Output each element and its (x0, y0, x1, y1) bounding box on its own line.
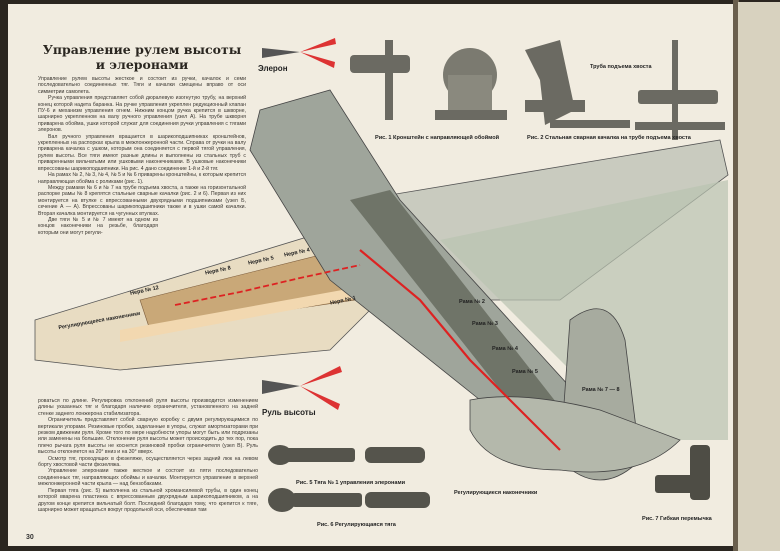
article-text-top: Управление рулем высоты жесткое и состои… (38, 76, 246, 236)
fuselage-interior (350, 190, 570, 440)
fig7-photo (655, 445, 710, 500)
ground-background (440, 180, 728, 440)
fig6-rod-photo (268, 488, 430, 512)
elevator-diagram (262, 380, 300, 394)
wing-spar (120, 285, 372, 342)
label-tail-tube: Труба подъема хвоста (590, 64, 652, 70)
label-frame-3: Рама № 3 (472, 321, 498, 327)
paragraph: Управление рулем высоты жесткое и состои… (38, 76, 246, 95)
title-line-1: Управление рулем высоты (42, 42, 242, 57)
label-aileron: Элерон (258, 64, 288, 73)
label-frame-7-8: Рама № 7 — 8 (582, 387, 620, 393)
paragraph: Управление элеронами также жесткое и сос… (38, 468, 258, 488)
paragraph: Вал ручного управления вращается в шарик… (38, 133, 246, 172)
caption-fig1: Рис. 1 Кронштейн с направляющей обоймой (375, 135, 500, 141)
aileron-diagram (262, 48, 300, 58)
fig5-rod-photo (268, 445, 425, 465)
fig2-photos (525, 40, 725, 140)
label-frame-5: Рама № 5 (512, 369, 538, 375)
paragraph: роваться по длине. Регулировка отклонени… (38, 398, 258, 417)
paragraph: На рамах № 2, № 3, № 4, № 5 и № 6 привар… (38, 172, 246, 185)
caption-fig6: Рис. 6 Регулирующаяся тяга (317, 522, 396, 528)
fig1-photos (350, 40, 507, 120)
caption-fig7: Рис. 7 Гибкая перемычка (642, 516, 712, 522)
aileron-control-rod (174, 264, 361, 306)
paragraph: Две тяги № 5 и № 7 имеют на одном из кон… (38, 216, 158, 236)
page-spine (733, 0, 739, 551)
label-adjustable-tips-tail: Регулирующиеся наконечники (454, 490, 538, 496)
paragraph: Ручка управления представляет собой дюра… (38, 95, 246, 134)
label-frame-4: Рама № 4 (492, 346, 518, 352)
elevator-deflection-up (300, 366, 342, 386)
title-line-2: и элеронами (95, 57, 189, 72)
aileron-deflection-down (300, 52, 335, 68)
paragraph: Осмотр тяг, проходящих в фюзеляже, осуще… (38, 455, 258, 469)
paragraph: Первая тяга (рис. 5) выполнена из стальн… (38, 487, 258, 513)
elevator-control-rod (359, 249, 561, 451)
next-page-edge (738, 2, 780, 551)
elevator-deflection-down (300, 386, 340, 410)
caption-fig2: Рис. 2 Стальная сварная качалка на трубе… (527, 135, 691, 141)
page-number: 30 (26, 534, 34, 541)
label-frame-2: Рама № 2 (459, 299, 485, 305)
paragraph: Ограничитель представляет собой сварную … (38, 417, 258, 456)
paragraph: Между рамами № 6 и № 7 на трубе подъема … (38, 184, 246, 217)
horizontal-stabilizer (469, 396, 681, 473)
article-text-bottom: роваться по длине. Регулировка отклонени… (38, 398, 258, 513)
page-title: Управление рулем высоты и элеронами (42, 42, 242, 72)
caption-fig5: Рис. 5 Тяга № 1 управления элеронами (296, 480, 406, 486)
label-elevator: Руль высоты (262, 408, 316, 417)
aileron-deflection-up (300, 38, 336, 52)
